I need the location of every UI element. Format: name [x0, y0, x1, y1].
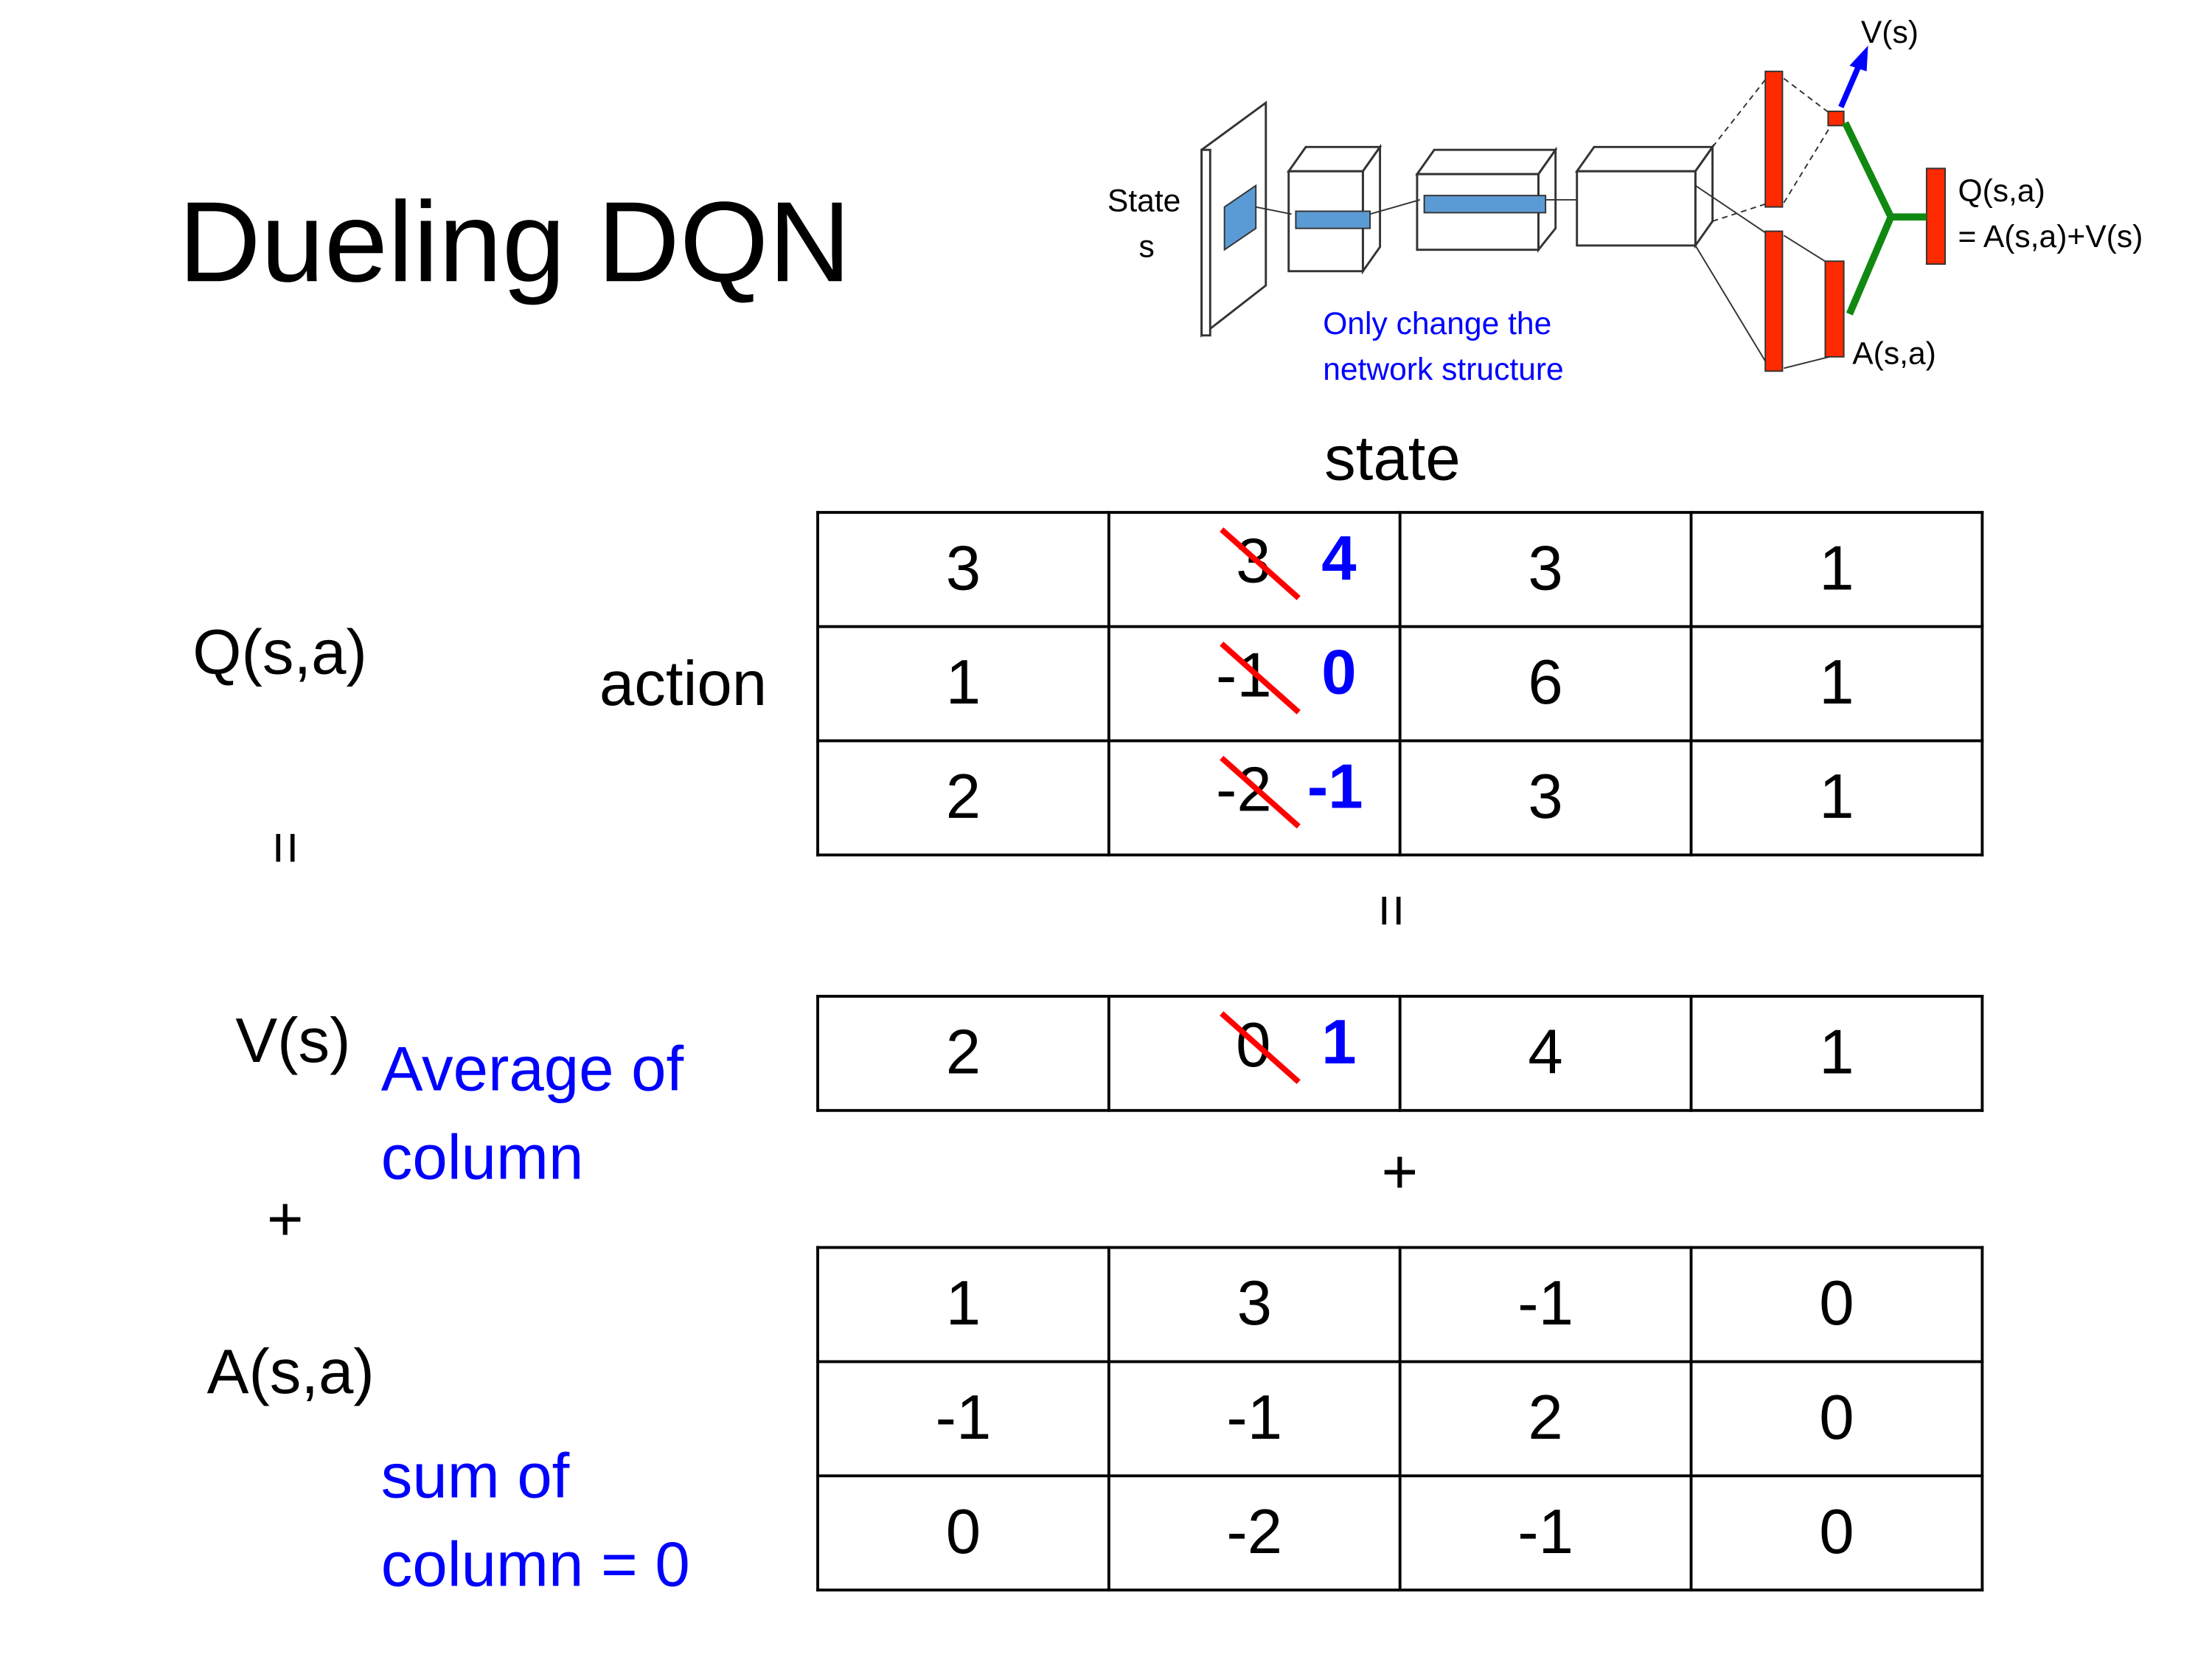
- conv-filter-2: [1295, 210, 1371, 229]
- diagram-note-line1: Only change the: [1323, 306, 1551, 341]
- corrected-value: 4: [1321, 523, 1357, 594]
- table-cell: 3: [1107, 1246, 1402, 1364]
- diagram-state-var: s: [1139, 229, 1155, 264]
- strikethrough-mark: [1220, 641, 1301, 714]
- table-cell: -1: [1107, 1360, 1402, 1478]
- strikethrough-mark: [1220, 527, 1301, 600]
- old-value: -2: [1216, 754, 1272, 824]
- diagram-note-line2: network structure: [1323, 352, 1564, 387]
- sum-note-line1: sum of: [380, 1441, 570, 1512]
- equals-sign-middle: =: [1359, 894, 1423, 928]
- table-cell: 3: [816, 510, 1110, 628]
- diagram-a-label: A(s,a): [1852, 336, 1936, 372]
- table-cell: 1: [1689, 739, 1984, 857]
- plus-sign-left: +: [266, 1184, 304, 1255]
- table-cell: 2: [816, 995, 1110, 1112]
- table-cell: 0: [1689, 1246, 1984, 1364]
- q-label: Q(s,a): [192, 618, 367, 688]
- sum-note-line2: column = 0: [380, 1529, 690, 1600]
- corrected-value: 1: [1321, 1007, 1357, 1077]
- table-cell: 6: [1398, 625, 1693, 743]
- conv-layer-1: [1286, 143, 1382, 275]
- old-value: -1: [1216, 640, 1272, 710]
- aggregation-lines: [1842, 121, 1927, 316]
- table-cell: 2: [816, 739, 1110, 857]
- table-cell: 4: [1398, 995, 1693, 1112]
- table-cell: 0: [816, 1474, 1110, 1592]
- old-value: 0: [1236, 1010, 1271, 1080]
- table-cell: -1: [1398, 1246, 1693, 1364]
- v-label: V(s): [235, 1006, 351, 1077]
- network-diagram: State s V(s) Q(s,a) = A(s,a)+V(s) A(s,a)…: [1107, 15, 2143, 387]
- table-cell: -2 -1: [1107, 739, 1402, 857]
- diagram-q-formula: = A(s,a)+V(s): [1958, 219, 2143, 254]
- equals-sign-left: =: [253, 831, 317, 865]
- v-arrow-icon: [1838, 45, 1868, 108]
- table-cell: 0: [1689, 1474, 1984, 1592]
- diagram-q-label: Q(s,a): [1958, 173, 2045, 209]
- table-cell: -1 0: [1107, 625, 1402, 743]
- diagram-state-label: State: [1107, 183, 1180, 218]
- average-note-line1: Average of: [380, 1035, 684, 1105]
- strikethrough-mark: [1220, 1010, 1301, 1084]
- table-cell: 1: [1689, 995, 1984, 1112]
- table-cell: 3: [1398, 510, 1693, 628]
- state-axis-label: state: [1324, 423, 1461, 494]
- table-cell: -1: [816, 1360, 1110, 1478]
- table-cell: -1: [1398, 1474, 1693, 1592]
- table-cell: 1: [1689, 625, 1984, 743]
- action-axis-label: action: [599, 649, 768, 720]
- table-cell: 1: [1689, 510, 1984, 628]
- conv-layer-3: [1574, 143, 1715, 249]
- strikethrough-mark: [1220, 754, 1301, 828]
- table-cell: 3: [1398, 739, 1693, 857]
- conv-filter-1: [1223, 184, 1257, 251]
- average-note-line2: column: [380, 1123, 584, 1194]
- slide-title: Dueling DQN: [178, 178, 852, 306]
- table-cell: -2: [1107, 1474, 1402, 1592]
- table-cell: 1: [816, 1246, 1110, 1364]
- conv-filter-3: [1423, 195, 1547, 214]
- table-cell: 2: [1398, 1360, 1693, 1478]
- old-value: 3: [1236, 526, 1271, 597]
- corrected-value: 0: [1321, 637, 1357, 708]
- fc-bars: [1764, 70, 1947, 372]
- table-cell: 1: [816, 625, 1110, 743]
- table-cell: 0: [1689, 1360, 1984, 1478]
- connections: [1256, 74, 1832, 369]
- plus-sign-middle: +: [1381, 1137, 1419, 1208]
- diagram-v-label: V(s): [1861, 15, 1919, 50]
- corrected-value: -1: [1307, 751, 1363, 822]
- a-label: A(s,a): [206, 1337, 375, 1408]
